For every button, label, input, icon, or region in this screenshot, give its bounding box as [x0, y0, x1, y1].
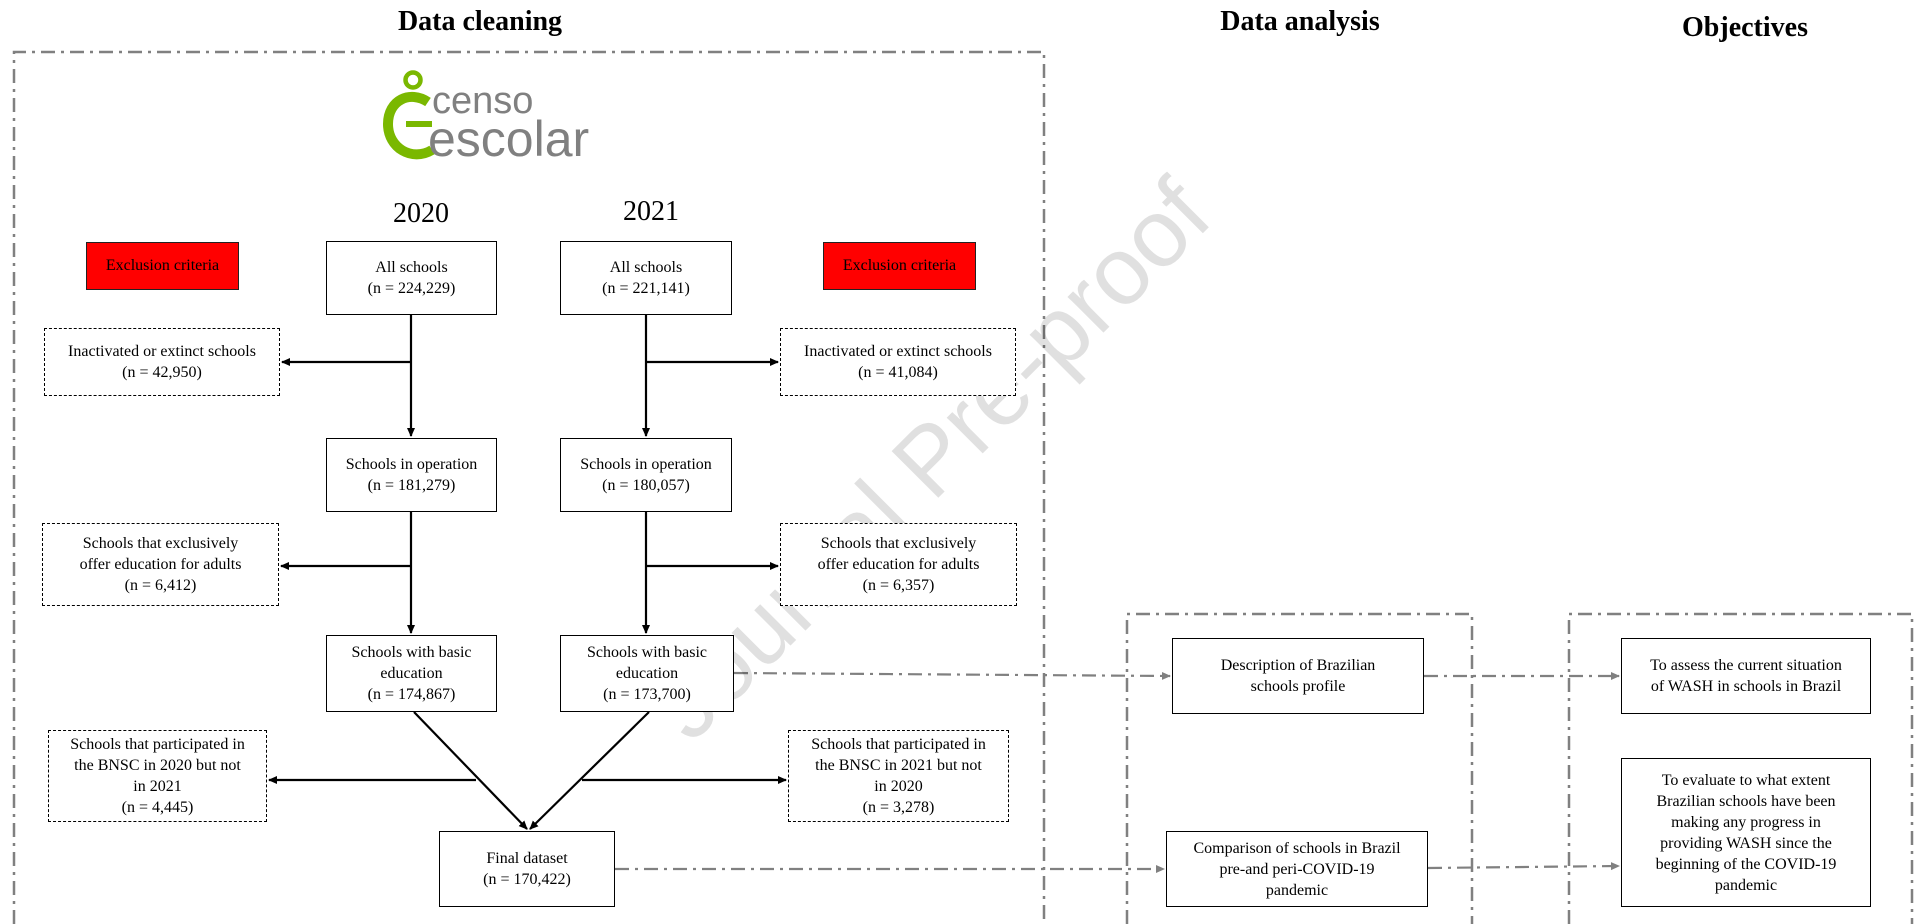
box-line: Brazilian schools have been	[1656, 792, 1836, 810]
box-line: (n = 6,412)	[124, 577, 197, 594]
box-line: education	[615, 665, 679, 682]
box-2021-excl-bnsc: Schools that participated in the BNSC in…	[788, 730, 1009, 822]
header-data-cleaning: Data cleaning	[397, 6, 563, 37]
box-2021-schools-in-operation: Schools in operation (n = 180,057)	[560, 438, 732, 512]
objectives-frame	[1567, 612, 1914, 924]
box-line: schools profile	[1250, 678, 1346, 695]
box-line: providing WASH since the	[1660, 834, 1832, 852]
cleaning-frame	[12, 50, 1046, 924]
logo-figure-icon	[382, 70, 435, 160]
box-line: Description of Brazilian	[1220, 657, 1376, 674]
logo-text-escolar: escolar	[428, 111, 590, 167]
box-line: in 2021	[133, 778, 182, 795]
box-analysis-comparison: Comparison of schools in Brazil pre-and …	[1166, 831, 1428, 907]
header-data-analysis: Data analysis	[1220, 6, 1380, 37]
box-line: Schools that exclusively	[82, 535, 239, 552]
box-line: pandemic	[1714, 876, 1778, 894]
box-final-dataset: Final dataset (n = 170,422)	[439, 831, 615, 907]
exclusion-criteria-label-left: Exclusion criteria	[86, 242, 239, 290]
box-line: (n = 6,357)	[862, 577, 935, 594]
box-line: in 2020	[874, 778, 923, 795]
box-2020-basic-education: Schools with basic education (n = 174,86…	[326, 635, 497, 712]
exclusion-criteria-label-right: Exclusion criteria	[823, 242, 976, 290]
box-line: Schools with basic	[351, 644, 472, 661]
box-line: offer education for adults	[817, 556, 980, 573]
box-line: All schools	[375, 259, 448, 276]
arrow-2020-basic-to-final	[413, 711, 528, 830]
link-comparison-to-evaluate	[1427, 862, 1620, 871]
box-line: the BNSC in 2021 but not	[815, 757, 982, 774]
box-2021-excl-inactive: Inactivated or extinct schools (n = 41,0…	[780, 328, 1016, 396]
logo-text-censo: censo	[432, 80, 534, 122]
box-line: Inactivated or extinct schools	[804, 343, 992, 360]
censo-escolar-logo: censo escolar	[380, 66, 620, 168]
box-line: making any progress in	[1671, 813, 1821, 831]
box-2020-excl-inactive: Inactivated or extinct schools (n = 42,9…	[44, 328, 280, 396]
box-objective-assess: To assess the current situation of WASH …	[1621, 638, 1871, 714]
box-line: Final dataset	[486, 850, 568, 867]
box-line: of WASH in schools in Brazil	[1650, 678, 1842, 695]
box-line: Schools that exclusively	[820, 535, 977, 552]
box-2021-excl-adults: Schools that exclusively offer education…	[780, 523, 1017, 606]
box-line: (n = 221,141)	[602, 280, 690, 297]
box-2020-excl-bnsc: Schools that participated in the BNSC in…	[48, 730, 267, 822]
box-line: (n = 224,229)	[367, 280, 456, 297]
box-line: pandemic	[1265, 881, 1329, 899]
box-line: All schools	[609, 259, 683, 276]
box-line: Comparison of schools in Brazil	[1193, 839, 1401, 857]
box-analysis-description: Description of Brazilian schools profile	[1172, 638, 1424, 714]
box-line: Schools in operation	[345, 456, 478, 473]
box-objective-evaluate: To evaluate to what extent Brazilian sch…	[1621, 758, 1871, 907]
box-line: To assess the current situation	[1650, 657, 1842, 674]
box-line: (n = 180,057)	[602, 477, 690, 494]
box-line: (n = 181,279)	[367, 477, 456, 494]
box-line: the BNSC in 2020 but not	[74, 757, 241, 774]
box-line: offer education for adults	[79, 556, 242, 573]
box-line: education	[380, 665, 443, 682]
link-basic-to-description	[733, 671, 1171, 680]
header-objectives: Objectives	[1682, 12, 1808, 43]
box-2020-all-schools: All schools (n = 224,229)	[326, 241, 497, 315]
box-line: Schools that participated in	[811, 736, 986, 753]
year-2020-label: 2020	[393, 198, 449, 229]
box-line: (n = 3,278)	[862, 799, 935, 816]
box-line: Schools in operation	[580, 456, 712, 473]
box-line: beginning of the COVID-19	[1655, 855, 1837, 873]
box-line: Schools that participated in	[70, 736, 245, 753]
year-2021-label: 2021	[623, 196, 679, 227]
arrow-2021-basic-to-final	[529, 711, 650, 830]
box-2021-all-schools: All schools (n = 221,141)	[560, 241, 732, 315]
box-2020-excl-adults: Schools that exclusively offer education…	[42, 523, 279, 606]
box-line: (n = 170,422)	[483, 871, 571, 888]
box-line: (n = 173,700)	[603, 686, 691, 703]
box-line: Inactivated or extinct schools	[68, 343, 256, 360]
box-line: To evaluate to what extent	[1661, 771, 1831, 789]
box-line: (n = 42,950)	[122, 364, 202, 381]
box-2021-basic-education: Schools with basic education (n = 173,70…	[560, 635, 734, 712]
box-2020-schools-in-operation: Schools in operation (n = 181,279)	[326, 438, 497, 512]
box-line: (n = 4,445)	[121, 799, 194, 816]
box-line: (n = 174,867)	[367, 686, 456, 703]
analysis-frame	[1125, 612, 1474, 924]
box-line: (n = 41,084)	[858, 364, 938, 381]
box-line: Schools with basic	[587, 644, 707, 661]
box-line: pre-and peri-COVID-19	[1219, 860, 1375, 878]
